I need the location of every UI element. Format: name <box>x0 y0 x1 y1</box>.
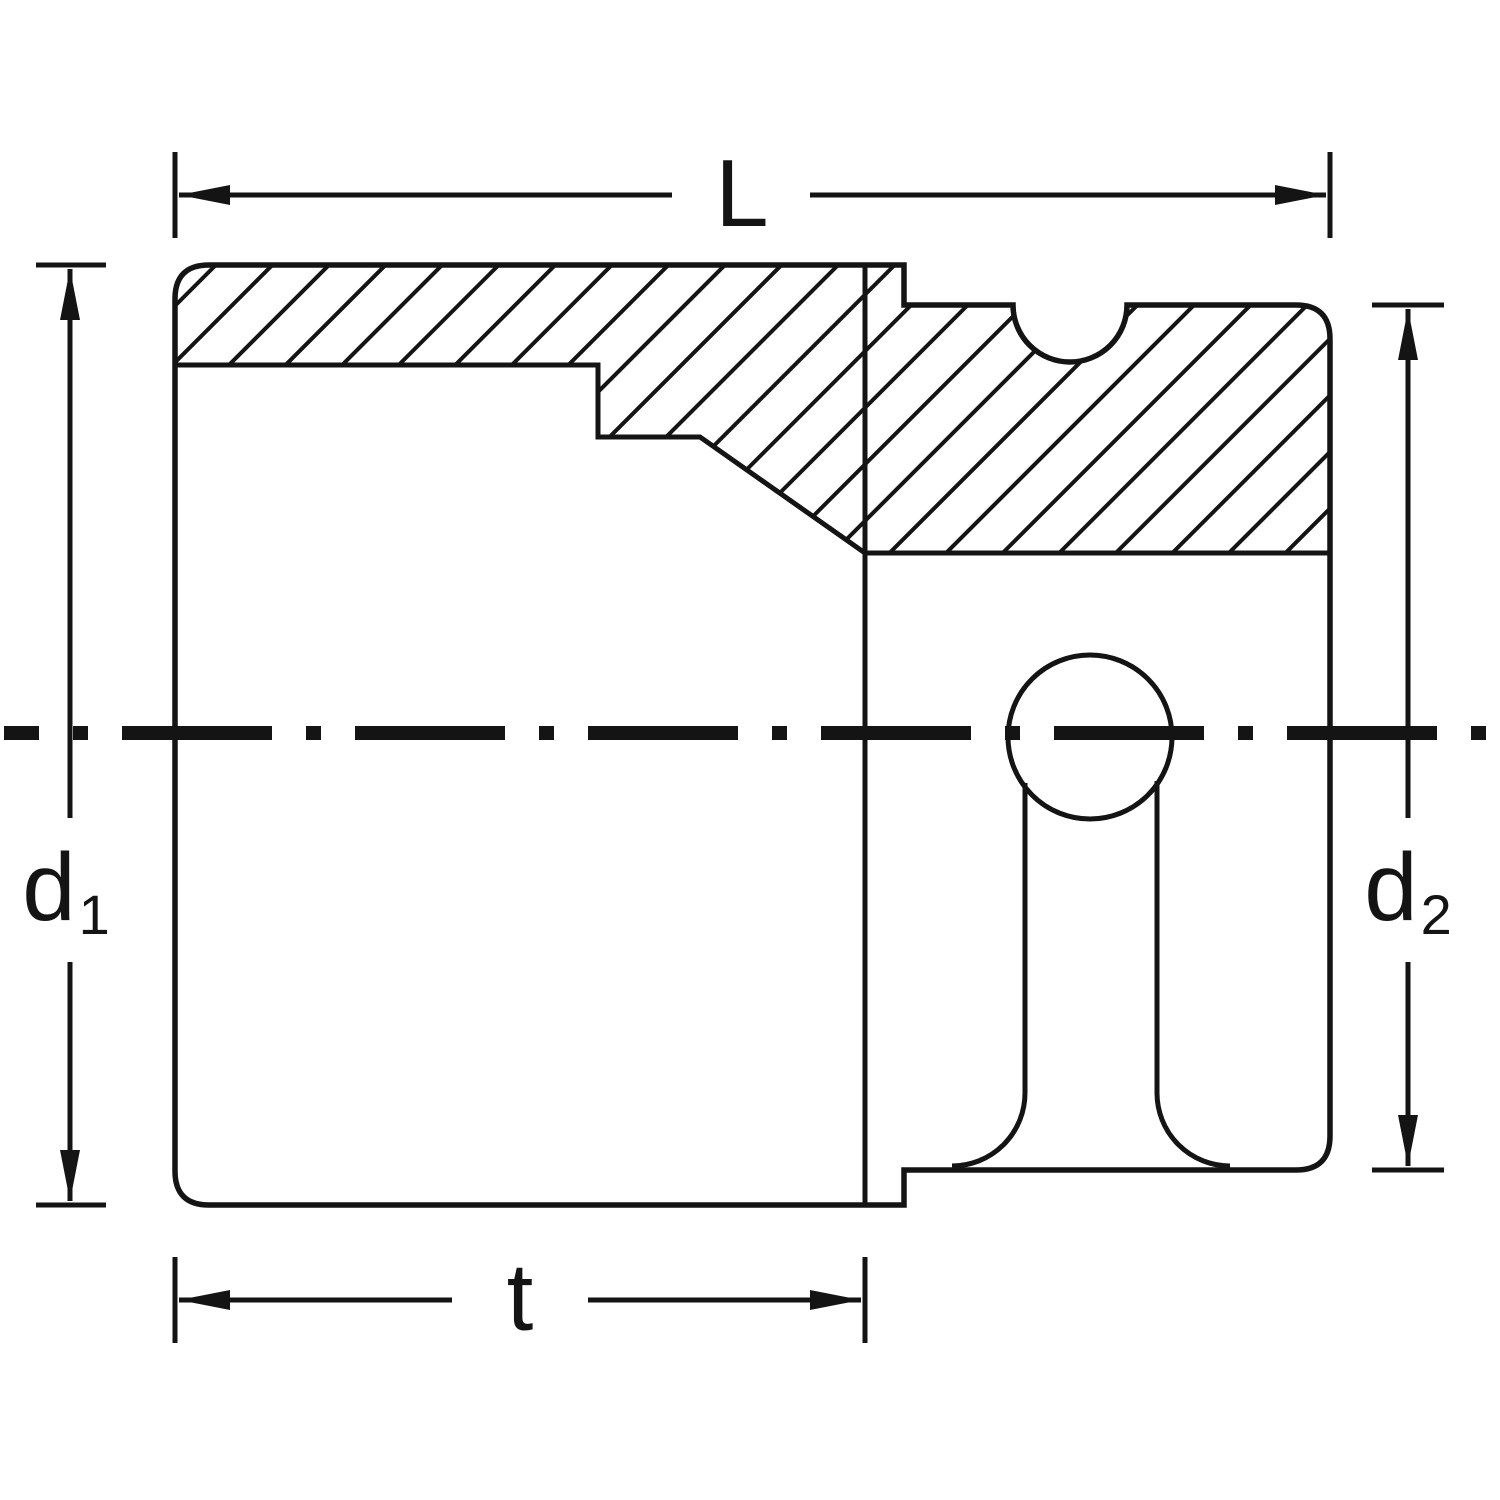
label-L-text: L <box>715 140 769 247</box>
arrowhead-top <box>60 269 80 320</box>
label-t-text: t <box>506 1244 534 1351</box>
arrowhead-bottom <box>60 1150 80 1201</box>
label-d1-subscript: 1 <box>78 883 110 946</box>
arrowhead-top <box>1398 309 1418 360</box>
arrowhead-bottom <box>1398 1115 1418 1166</box>
hatch-boundary-line <box>177 362 1328 556</box>
label-d2: d 2 <box>1364 834 1452 943</box>
pin-hole-circle <box>1005 652 1175 822</box>
section-hatching <box>175 265 1330 553</box>
arrowhead-left <box>179 1290 230 1310</box>
dimension-d1 <box>36 262 106 1208</box>
label-L: L <box>715 146 768 242</box>
arrowhead-right <box>810 1290 861 1310</box>
socket-outline <box>172 262 1333 1208</box>
label-d1-text: d <box>22 834 76 941</box>
dimension-t <box>172 1257 868 1343</box>
label-d2-subscript: 2 <box>1420 883 1452 946</box>
dimension-L <box>172 152 1333 238</box>
drive-cavity-left-line <box>951 783 1028 1169</box>
label-d2-text: d <box>1364 834 1418 941</box>
dimension-d2 <box>1372 302 1444 1173</box>
label-t: t <box>507 1250 534 1346</box>
label-d1: d 1 <box>22 834 110 943</box>
arrowhead-left <box>179 185 230 205</box>
drive-cavity-right-line <box>1154 781 1231 1169</box>
arrowhead-right <box>1275 185 1326 205</box>
